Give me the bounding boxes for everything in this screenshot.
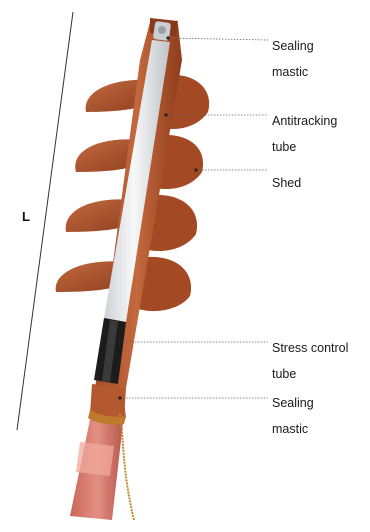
cable-body xyxy=(70,410,124,520)
leader-dot-sealing-mastic-top xyxy=(166,36,169,39)
callout-antitracking-tube-line1: Antitracking xyxy=(272,115,337,128)
callout-stress-control-tube-line2: tube xyxy=(272,368,370,381)
leader-dot-antitracking-tube xyxy=(164,113,167,116)
callout-sealing-mastic-bottom-line2: mastic xyxy=(272,423,314,436)
callout-sealing-mastic-top-line1: Sealing xyxy=(272,40,314,53)
callout-sealing-mastic-top-line2: mastic xyxy=(272,66,314,79)
callout-antitracking-tube: Antitracking tube xyxy=(272,102,337,167)
callout-sealing-mastic-top: Sealing mastic xyxy=(272,27,314,92)
callout-sealing-mastic-bottom: Sealing mastic xyxy=(272,384,314,449)
callout-sealing-mastic-bottom-line1: Sealing xyxy=(272,397,314,410)
leader-dot-sealing-mastic-bottom xyxy=(118,396,121,399)
leader-sealing-mastic-top xyxy=(168,38,268,40)
leader-dot-stress-control-tube xyxy=(118,340,121,343)
dimension-label-L: L xyxy=(22,209,30,224)
callout-antitracking-tube-line2: tube xyxy=(272,141,337,154)
leader-dot-shed xyxy=(194,168,197,171)
callout-shed: Shed xyxy=(272,164,301,203)
earth-wire xyxy=(120,414,134,520)
callout-shed-line1: Shed xyxy=(272,177,301,190)
callout-stress-control-tube-line1: Stress control xyxy=(272,342,370,355)
